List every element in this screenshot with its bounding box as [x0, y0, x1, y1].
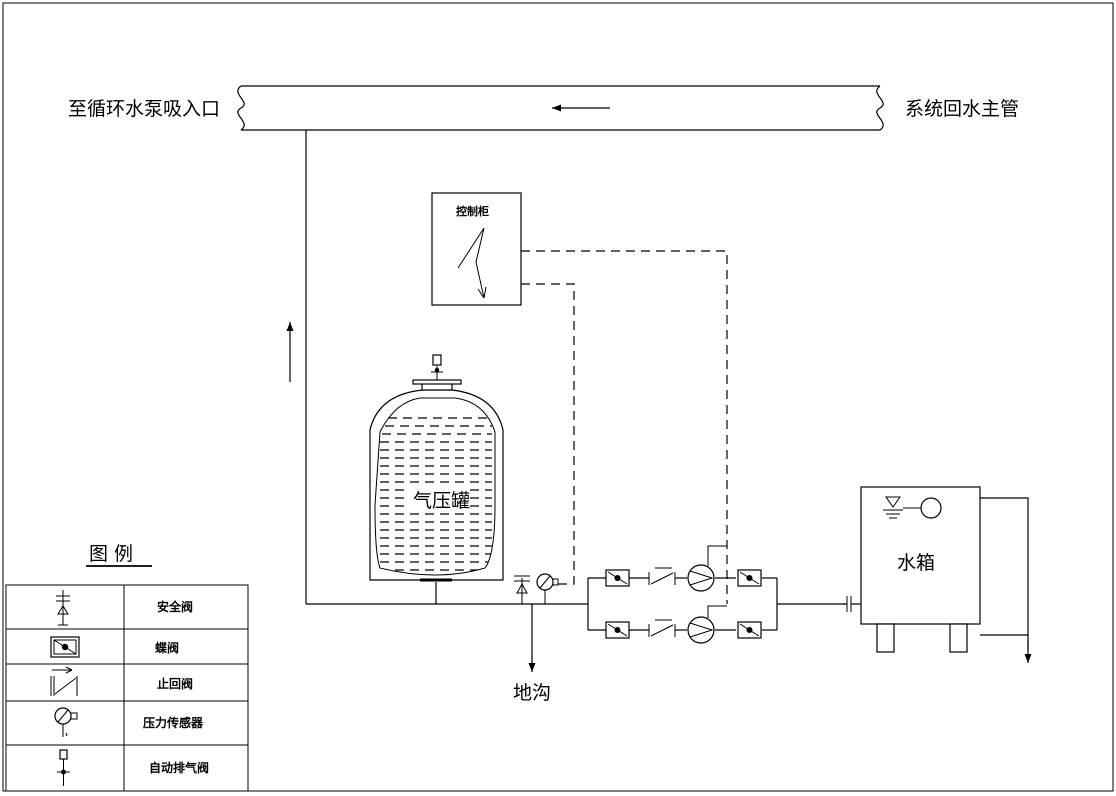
tank-water-hatching — [380, 417, 492, 571]
return-main-pipe — [237, 85, 884, 131]
drain-safety-valve — [514, 575, 530, 604]
tank-top-air-vent — [412, 354, 462, 391]
legend: 图 例 — [2, 495, 249, 792]
legend-label-check-valve: 止回阀 — [157, 676, 193, 691]
butterfly-valve-icon — [737, 621, 762, 639]
legend-label-safety-valve: 安全阀 — [157, 599, 193, 614]
legend-label-pressure-sensor: 压力传感器 — [143, 715, 204, 730]
check-valve-icon — [648, 567, 676, 585]
butterfly-valve-icon — [605, 621, 630, 639]
water-tank-label: 水箱 — [897, 552, 935, 574]
pump-icon — [687, 545, 727, 592]
control-cabinet-label: 控制柜 — [456, 204, 489, 218]
water-tank — [846, 486, 1029, 653]
legend-label-auto-air-vent: 自动排气阀 — [149, 760, 209, 775]
sensor-signal-wire — [521, 283, 575, 585]
pressure-tank-label: 气压罐 — [413, 490, 470, 512]
header-pressure-sensor — [536, 573, 559, 604]
check-valve-icon — [50, 666, 78, 696]
floor-drain-label: 地沟 — [513, 682, 551, 704]
auto-air-vent-icon — [57, 749, 70, 786]
butterfly-valve-icon — [50, 636, 80, 658]
legend-title: 图 例 — [89, 543, 133, 565]
legend-label-butterfly-valve: 蝶阀 — [155, 640, 179, 655]
control-cabinet — [431, 192, 522, 306]
pump-group — [587, 545, 847, 644]
safety-valve-icon — [56, 590, 70, 626]
to-pump-inlet-label: 至循环水泵吸入口 — [68, 98, 220, 120]
pump-icon — [687, 605, 727, 644]
system-return-main-label: 系统回水主管 — [905, 98, 1019, 120]
pressure-sensor-icon — [54, 707, 78, 737]
butterfly-valve-icon — [737, 569, 762, 587]
check-valve-icon — [648, 619, 676, 637]
pump-control-wire — [521, 250, 728, 604]
butterfly-valve-icon — [605, 569, 630, 587]
